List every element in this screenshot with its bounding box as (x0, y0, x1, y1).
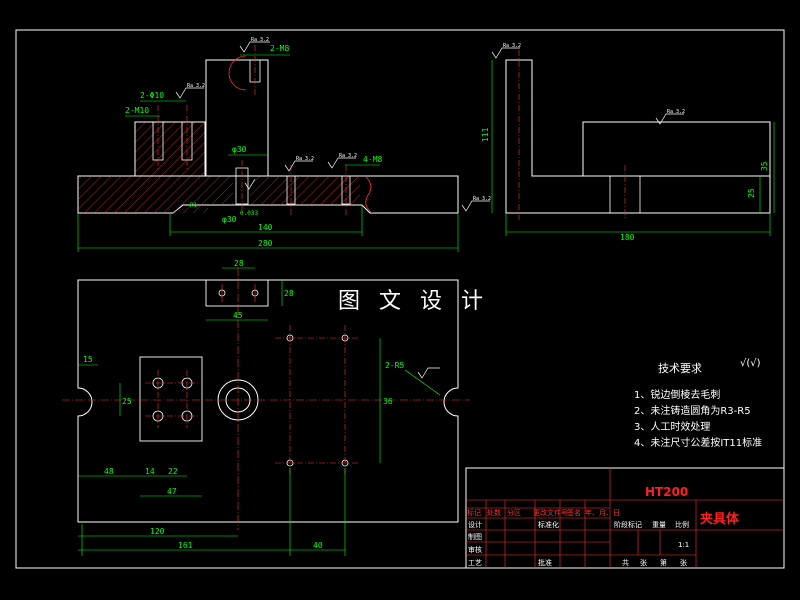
dim-top-14: 14 (145, 467, 155, 476)
dim-top-22: 22 (168, 467, 178, 476)
dim-side-25: 25 (747, 188, 756, 198)
tb-col-date: 年、月、日 (585, 508, 620, 517)
svg-text:Ra 3.2: Ra 3.2 (473, 196, 491, 202)
title-part-name: 夹具体 (700, 511, 740, 527)
dim-top-15: 15 (83, 355, 93, 364)
tech-req-item-4: 4、未注尺寸公差按IT11标准 (634, 436, 762, 449)
dim-overall-length: 280 (258, 239, 273, 248)
dim-top-25v: 25 (122, 397, 132, 406)
tech-requirements: 技术要求 √(√) 1、锐边倒棱去毛刺 2、未注铸造圆角为R3-R5 3、人工时… (634, 358, 762, 449)
dim-top-47: 47 (167, 487, 177, 496)
drawing-border (15, 29, 785, 569)
svg-text:Ra 3.2: Ra 3.2 (339, 153, 357, 159)
tb-col-file: 更改文件号 (533, 508, 568, 517)
dim-top-48: 48 (104, 467, 114, 476)
svg-text:Ra 3.2: Ra 3.2 (251, 37, 269, 43)
dim-top-40: 40 (313, 541, 323, 550)
dim-dia-30-tol: 0.033 (240, 210, 258, 217)
svg-text:Ra 3.2: Ra 3.2 (187, 83, 205, 89)
tb-scale: 1:1 (678, 541, 689, 549)
tech-req-item-3: 3、人工时效处理 (634, 420, 710, 433)
dim-r1: R1 (190, 202, 198, 209)
front-upright (205, 59, 269, 177)
roughness-symbols-side: Ra 3.2 Ra 3.2 Ra 3.2 (461, 43, 685, 212)
tb-sheet-no: 第 (660, 558, 667, 567)
tb-col-zone: 分区 (507, 508, 521, 517)
tb-sheet-total: 共 (622, 558, 629, 567)
tech-req-item-2: 2、未注铸造圆角为R3-R5 (634, 404, 751, 417)
roughness-general: √(√) (740, 358, 761, 369)
svg-text:Ra 3.2: Ra 3.2 (296, 156, 314, 162)
dim-len-140: 140 (258, 223, 273, 232)
title-block: HT200 夹具体 标记 处数 分区 更改文件号 签名 年、月、日 设计 标准化… (465, 467, 785, 569)
tb-reviewer: 审核 (468, 545, 482, 554)
tb-ratio: 比例 (675, 520, 689, 529)
front-hatch-boss (135, 122, 205, 176)
dim-top-slot: 2-R5 (385, 361, 404, 370)
tb-approve: 批准 (538, 558, 552, 567)
front-hatch-mid (208, 176, 233, 205)
tech-req-title: 技术要求 (658, 362, 702, 375)
side-view: 180 111 35 25 Ra 3.2 Ra 3.2 Ra 3.2 (461, 43, 775, 242)
front-left-boss (134, 121, 206, 177)
dim-dia-30: φ30 (232, 145, 247, 154)
tb-col-sign: 签名 (567, 508, 581, 517)
dim-top-28v: 28 (284, 289, 294, 298)
dim-top-36: 36 (383, 397, 393, 406)
tb-process: 工艺 (468, 559, 482, 567)
title-material: HT200 (645, 485, 688, 499)
tb-drafter: 制图 (468, 532, 482, 541)
dim-hole-2d10: 2-Φ10 (140, 91, 164, 100)
tb-stage: 阶段标记 (614, 520, 642, 529)
dim-thread-2m8: 2-M8 (270, 44, 289, 53)
dim-top-28: 28 (234, 259, 244, 268)
tb-sheet-unit1: 张 (640, 558, 647, 567)
side-outline (505, 59, 771, 214)
tb-col-count: 处数 (487, 508, 501, 517)
dim-side-width: 180 (620, 233, 635, 242)
svg-text:Ra 3.2: Ra 3.2 (667, 109, 685, 115)
dim-top-45: 45 (233, 311, 243, 320)
watermark-text: 图 文 设 计 (338, 289, 489, 314)
svg-text:Ra 3.2: Ra 3.2 (503, 43, 521, 49)
front-view: 280 140 φ30 φ30 0.033 2-M8 2-M10 2-Φ10 4… (77, 37, 459, 252)
tb-weight: 重量 (652, 521, 666, 529)
tb-standard: 标准化 (538, 520, 559, 529)
tb-sheet-unit2: 张 (680, 558, 687, 567)
front-hatch-right (250, 176, 360, 205)
front-hatch-left (78, 176, 208, 213)
dim-thread-4m8: 4-M8 (363, 155, 382, 164)
dim-thread-2m10: 2-M10 (125, 106, 149, 115)
tb-col-mark: 标记 (467, 508, 481, 517)
roughness-symbols-front: Ra 3.2 Ra 3.2 Ra 3.2 Ra 3.2 (175, 37, 357, 190)
dim-side-35: 35 (760, 161, 769, 171)
dim-dia-30-lower: φ30 (222, 215, 237, 224)
tb-designer: 设计 (468, 520, 482, 529)
top-outline (77, 279, 459, 523)
top-view: 28 45 28 15 48 14 22 47 120 161 40 25 36… (62, 259, 470, 556)
dim-top-120: 120 (150, 527, 165, 536)
dim-side-height: 111 (481, 127, 490, 142)
dim-top-161: 161 (178, 541, 193, 550)
tech-req-item-1: 1、锐边倒棱去毛刺 (634, 388, 720, 401)
